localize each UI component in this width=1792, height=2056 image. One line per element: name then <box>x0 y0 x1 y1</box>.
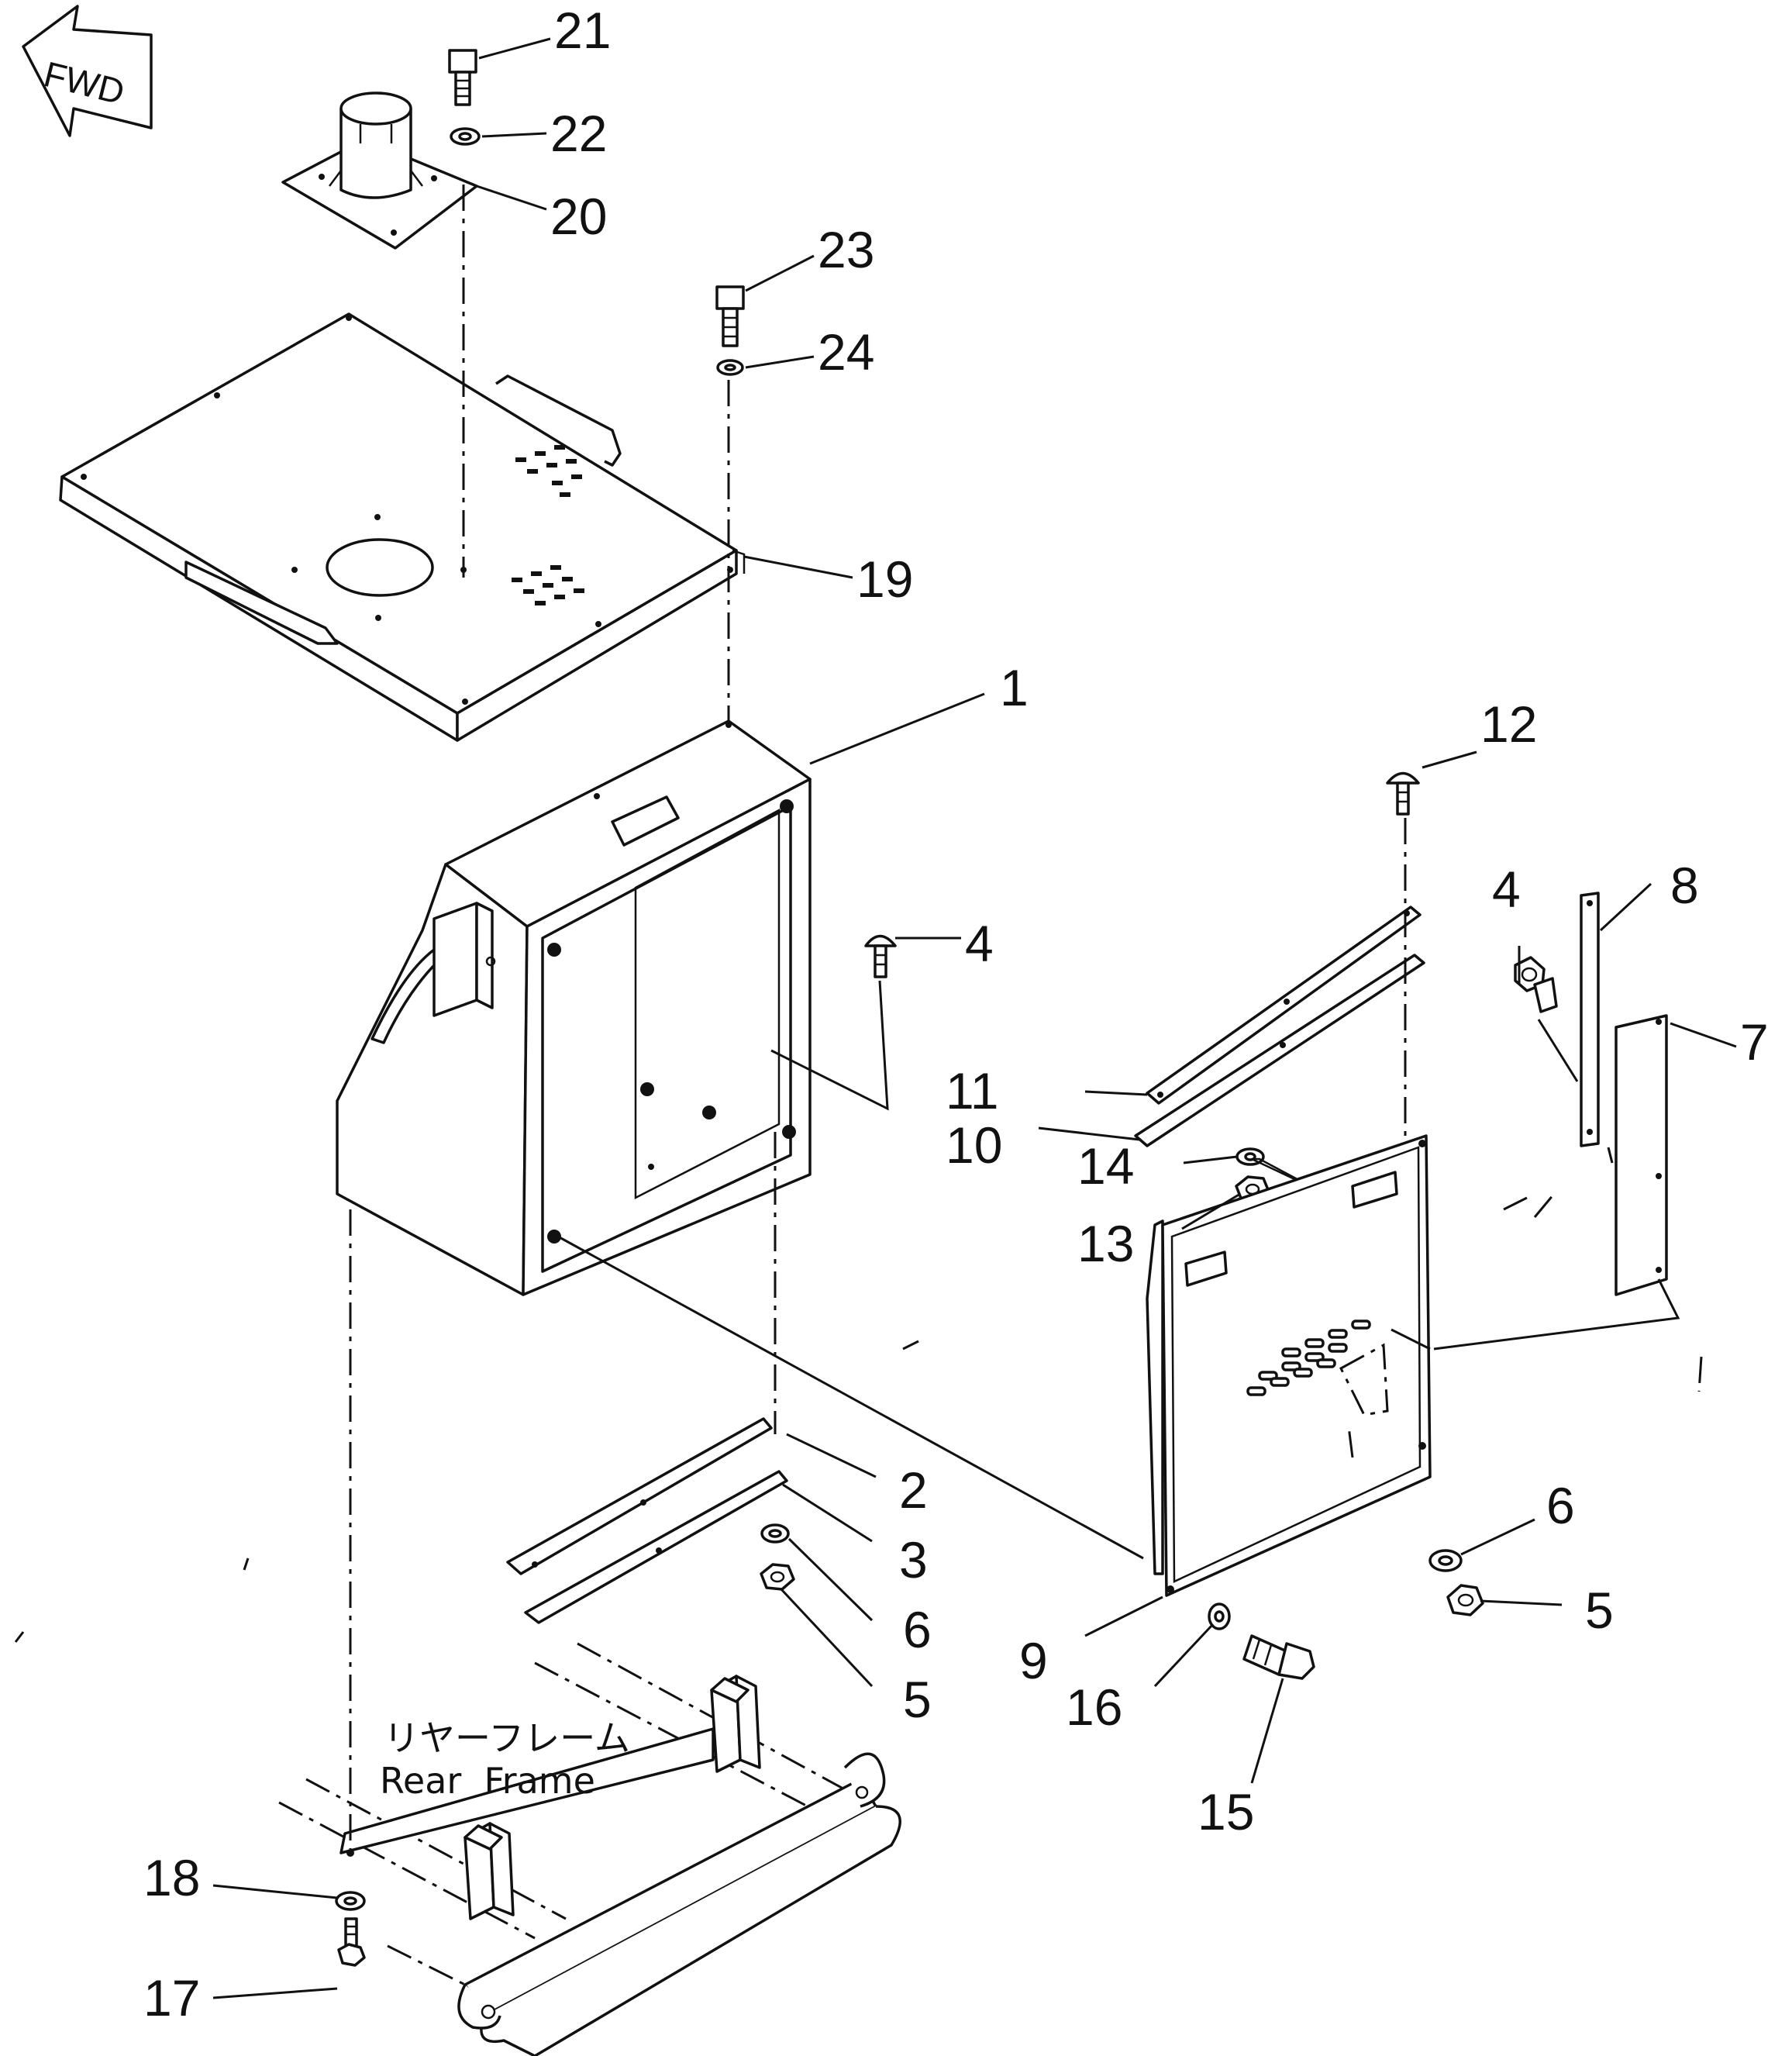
callout-7: 7 <box>1740 1013 1769 1071</box>
callout-5-right: 5 <box>1585 1582 1614 1639</box>
callout-4-right: 4 <box>1492 861 1521 918</box>
callout-1: 1 <box>1000 659 1029 716</box>
callout-2: 2 <box>899 1461 928 1519</box>
part-12-screw <box>1386 771 1420 816</box>
vent-grille-door <box>1246 1319 1371 1396</box>
part-21-bolt <box>448 49 477 106</box>
top-cover-plate <box>59 312 746 742</box>
part-1-hood-frame <box>336 719 812 1296</box>
callout-19: 19 <box>856 550 913 608</box>
part-5-nut-right <box>1446 1584 1484 1616</box>
callout-5-center: 5 <box>903 1671 932 1728</box>
rear-frame-label-english: Rear Frame <box>380 1760 595 1802</box>
callout-17: 17 <box>143 1969 200 2027</box>
part-4-bolt-right <box>1514 956 1558 1013</box>
callout-3: 3 <box>899 1531 928 1589</box>
part-4-screw-left <box>864 934 897 978</box>
callout-10: 10 <box>946 1116 1002 1174</box>
callout-6-right: 6 <box>1546 1477 1575 1534</box>
callout-18: 18 <box>143 1849 200 1906</box>
rear-frame-caption: リヤーフレーム Rear Frame <box>380 1717 630 1802</box>
part-5-nut-center <box>760 1563 795 1591</box>
callout-20: 20 <box>550 188 607 245</box>
part-11-strip <box>1146 906 1422 1105</box>
part-2-strip <box>506 1417 773 1575</box>
washer-hole <box>458 132 472 141</box>
callout-13: 13 <box>1077 1215 1134 1272</box>
vent-grille-top <box>512 445 584 605</box>
assembly-lines <box>14 185 1703 1849</box>
callout-6-center: 6 <box>903 1601 932 1658</box>
rear-frame <box>278 1642 901 2056</box>
part-number-callouts: 21 22 20 23 24 19 1 12 4 4 8 7 11 10 14 … <box>143 2 1769 2027</box>
callout-15: 15 <box>1198 1783 1254 1840</box>
fwd-arrow: FWD <box>22 5 153 137</box>
part-8-strip <box>1580 892 1600 1147</box>
callout-24: 24 <box>818 323 874 381</box>
callout-14: 14 <box>1077 1137 1134 1195</box>
callout-22: 22 <box>550 105 607 162</box>
callout-8: 8 <box>1670 857 1699 914</box>
callout-11: 11 <box>946 1062 999 1119</box>
part-9-side-door <box>1146 1134 1432 1597</box>
callout-12: 12 <box>1480 695 1537 753</box>
part-10-strip <box>1134 954 1425 1147</box>
callout-21: 21 <box>554 2 611 59</box>
callout-9: 9 <box>1019 1632 1048 1689</box>
part-15-bolt <box>1242 1634 1315 1680</box>
part-3-strip <box>524 1470 788 1624</box>
leader-lines <box>212 37 1737 1999</box>
part-20-socket-plate <box>281 91 478 250</box>
callout-23: 23 <box>818 221 874 278</box>
rear-frame-label-japanese: リヤーフレーム <box>384 1717 630 1759</box>
callout-16: 16 <box>1066 1678 1122 1736</box>
part-23-bolt <box>715 285 745 347</box>
part-17-bolt <box>337 1917 366 1967</box>
callout-4-left: 4 <box>965 915 994 972</box>
part-7-side-plate <box>1615 1014 1668 1296</box>
